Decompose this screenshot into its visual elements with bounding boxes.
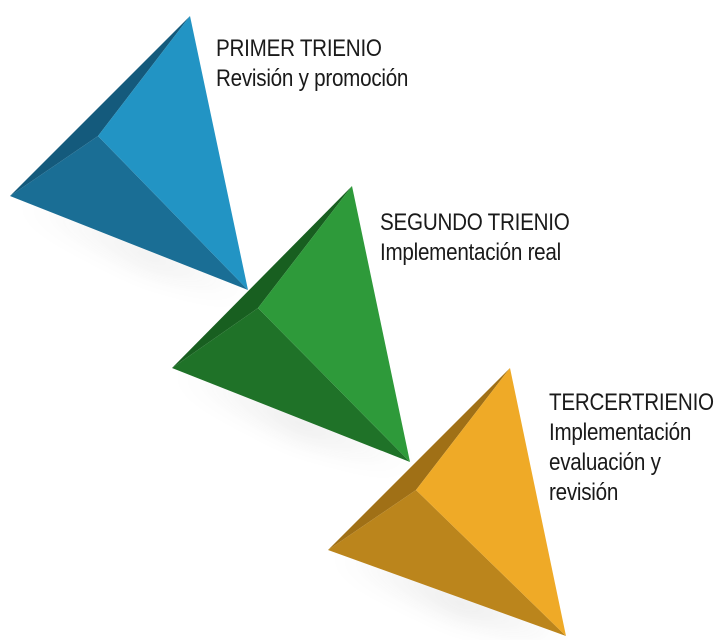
pyramid-1 <box>10 16 248 290</box>
pyramid-1-bottom-face <box>10 136 248 290</box>
pyramid-2-left-face <box>172 186 352 368</box>
step-1-line-1: Revisión y promoción <box>216 65 409 92</box>
pyramid-3-bottom-face <box>328 490 566 636</box>
pyramid-2 <box>172 186 410 462</box>
pyramid-3 <box>328 368 566 636</box>
pyramid-3-front-face <box>416 368 566 636</box>
pyramid-2-front-face <box>258 186 410 462</box>
pyramid-2-bottom-face <box>172 308 410 462</box>
step-2-line-1: Implementación real <box>380 239 561 266</box>
pyramid-1-front-face <box>98 16 248 290</box>
step-3-line-1: Implementación <box>549 419 692 446</box>
pyramid-3-left-face <box>328 368 510 550</box>
step-1-title: PRIMER TRIENIO <box>216 35 382 62</box>
step-3-line-2: evaluación y <box>549 449 661 476</box>
pyramid-1-shadow <box>20 200 248 292</box>
step-3-label: TERCERTRIENIO Implementación evaluación … <box>549 388 714 508</box>
step-2-title: SEGUNDO TRIENIO <box>380 209 570 236</box>
step-3-line-3: revisión <box>549 479 619 506</box>
pyramid-1-left-face <box>10 16 190 196</box>
step-2-label: SEGUNDO TRIENIO Implementación real <box>380 208 570 268</box>
step-1-label: PRIMER TRIENIO Revisión y promoción <box>216 34 408 94</box>
step-3-title: TERCERTRIENIO <box>549 389 714 416</box>
